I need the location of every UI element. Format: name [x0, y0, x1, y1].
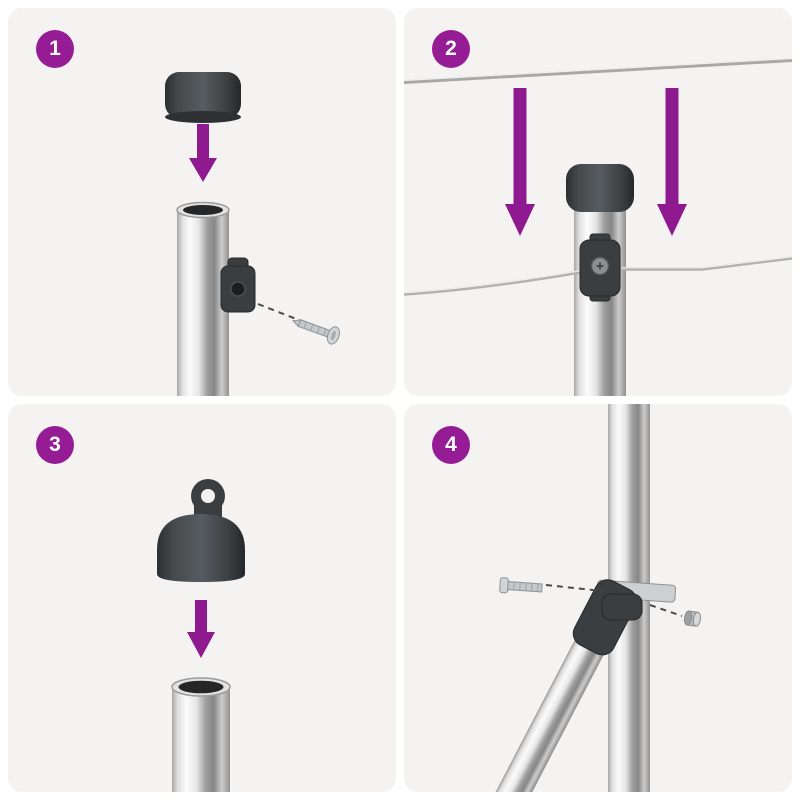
guide-dashed-line	[257, 303, 305, 323]
screw-icon	[291, 319, 340, 345]
upper-wire-icon	[404, 57, 792, 84]
step-panel-2: 2	[404, 8, 792, 396]
down-arrow-icon	[657, 88, 687, 236]
down-arrow-icon	[187, 600, 215, 658]
step-number: 4	[445, 433, 457, 456]
guide-dashed-line	[649, 604, 683, 617]
pole-cap-icon	[165, 72, 241, 123]
step-number-badge: 2	[432, 30, 470, 68]
lower-wire-icon	[404, 256, 792, 296]
nut-icon	[683, 610, 702, 627]
step-number-badge: 4	[432, 426, 470, 464]
bolt-icon	[499, 577, 543, 594]
step-3-illustration	[157, 479, 245, 792]
step-number: 1	[49, 37, 61, 60]
step-panel-4: 4	[404, 404, 792, 792]
step-number: 3	[49, 433, 61, 456]
step-number-badge: 3	[36, 426, 74, 464]
clamp-bracket-icon	[220, 257, 256, 313]
down-arrow-icon	[505, 88, 535, 236]
wire-clamp-icon	[579, 233, 621, 302]
open-pole-icon	[171, 677, 231, 792]
step-number: 2	[445, 37, 457, 60]
step-panel-3: 3	[8, 404, 396, 792]
step-panel-1: 1	[8, 8, 396, 396]
step-2-illustration	[404, 57, 792, 396]
eyelet-cap-icon	[157, 479, 245, 582]
guide-dashed-line	[545, 584, 603, 592]
step-1-illustration	[165, 72, 340, 396]
down-arrow-icon	[189, 124, 217, 182]
step-4-illustration	[463, 404, 702, 792]
clamp-lobe-icon	[601, 593, 643, 621]
metal-pole-icon	[176, 201, 230, 396]
step-number-badge: 1	[36, 30, 74, 68]
